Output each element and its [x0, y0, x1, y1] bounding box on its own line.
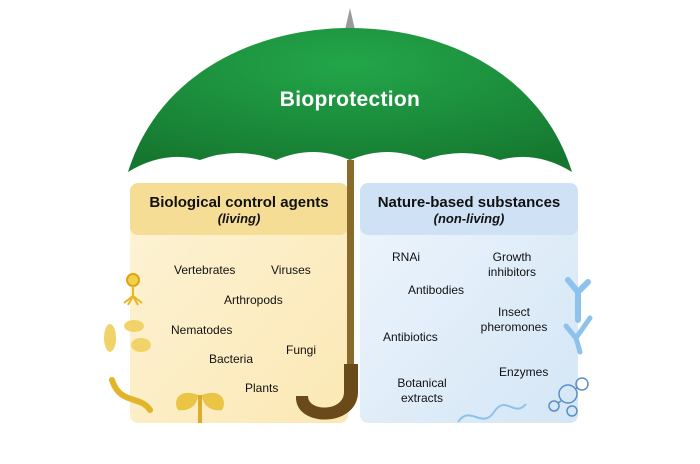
term-bacteria: Bacteria: [209, 352, 254, 366]
term-fungi: Fungi: [286, 343, 317, 357]
umbrella-handle: [295, 364, 358, 420]
bacteria-icon: [104, 320, 151, 352]
molecule-icon: [548, 377, 589, 417]
virus-icon: [123, 273, 143, 306]
term-growth-inhibitors: Growth inhibitors: [487, 250, 537, 279]
right-panel-subtitle: (non-living): [433, 211, 505, 226]
umbrella-tip: [345, 8, 355, 30]
worm-icon: [109, 377, 153, 413]
umbrella-title: Bioprotection: [279, 88, 421, 111]
right-panel-title: Nature-based substances: [377, 194, 561, 211]
umbrella-canopy: [128, 28, 572, 172]
term-rnai: RNAi: [392, 250, 421, 264]
term-antibodies: Antibodies: [408, 283, 465, 297]
umbrella-shaft: [347, 160, 354, 382]
left-panel-header-bg: [130, 183, 348, 235]
antibody-icon: [563, 277, 593, 355]
term-antibiotics: Antibiotics: [383, 330, 438, 344]
term-nematodes: Nematodes: [171, 323, 233, 337]
term-arthropods: Arthropods: [224, 293, 283, 307]
term-insect-pheromones: Insect pheromones: [480, 305, 548, 334]
right-panel-bg: [360, 183, 578, 423]
term-viruses: Viruses: [271, 263, 311, 277]
term-enzymes: Enzymes: [499, 365, 549, 379]
left-panel-title: Biological control agents: [149, 194, 329, 211]
left-panel-bg: [130, 183, 348, 423]
dna-icon: [457, 403, 527, 423]
sprout-icon: [176, 392, 224, 423]
term-plants: Plants: [245, 381, 279, 395]
term-botanical-extracts: Botanical extracts: [397, 376, 447, 405]
left-panel-subtitle: (living): [217, 211, 261, 226]
right-panel-header-bg: [360, 183, 578, 235]
term-vertebrates: Vertebrates: [174, 263, 236, 277]
